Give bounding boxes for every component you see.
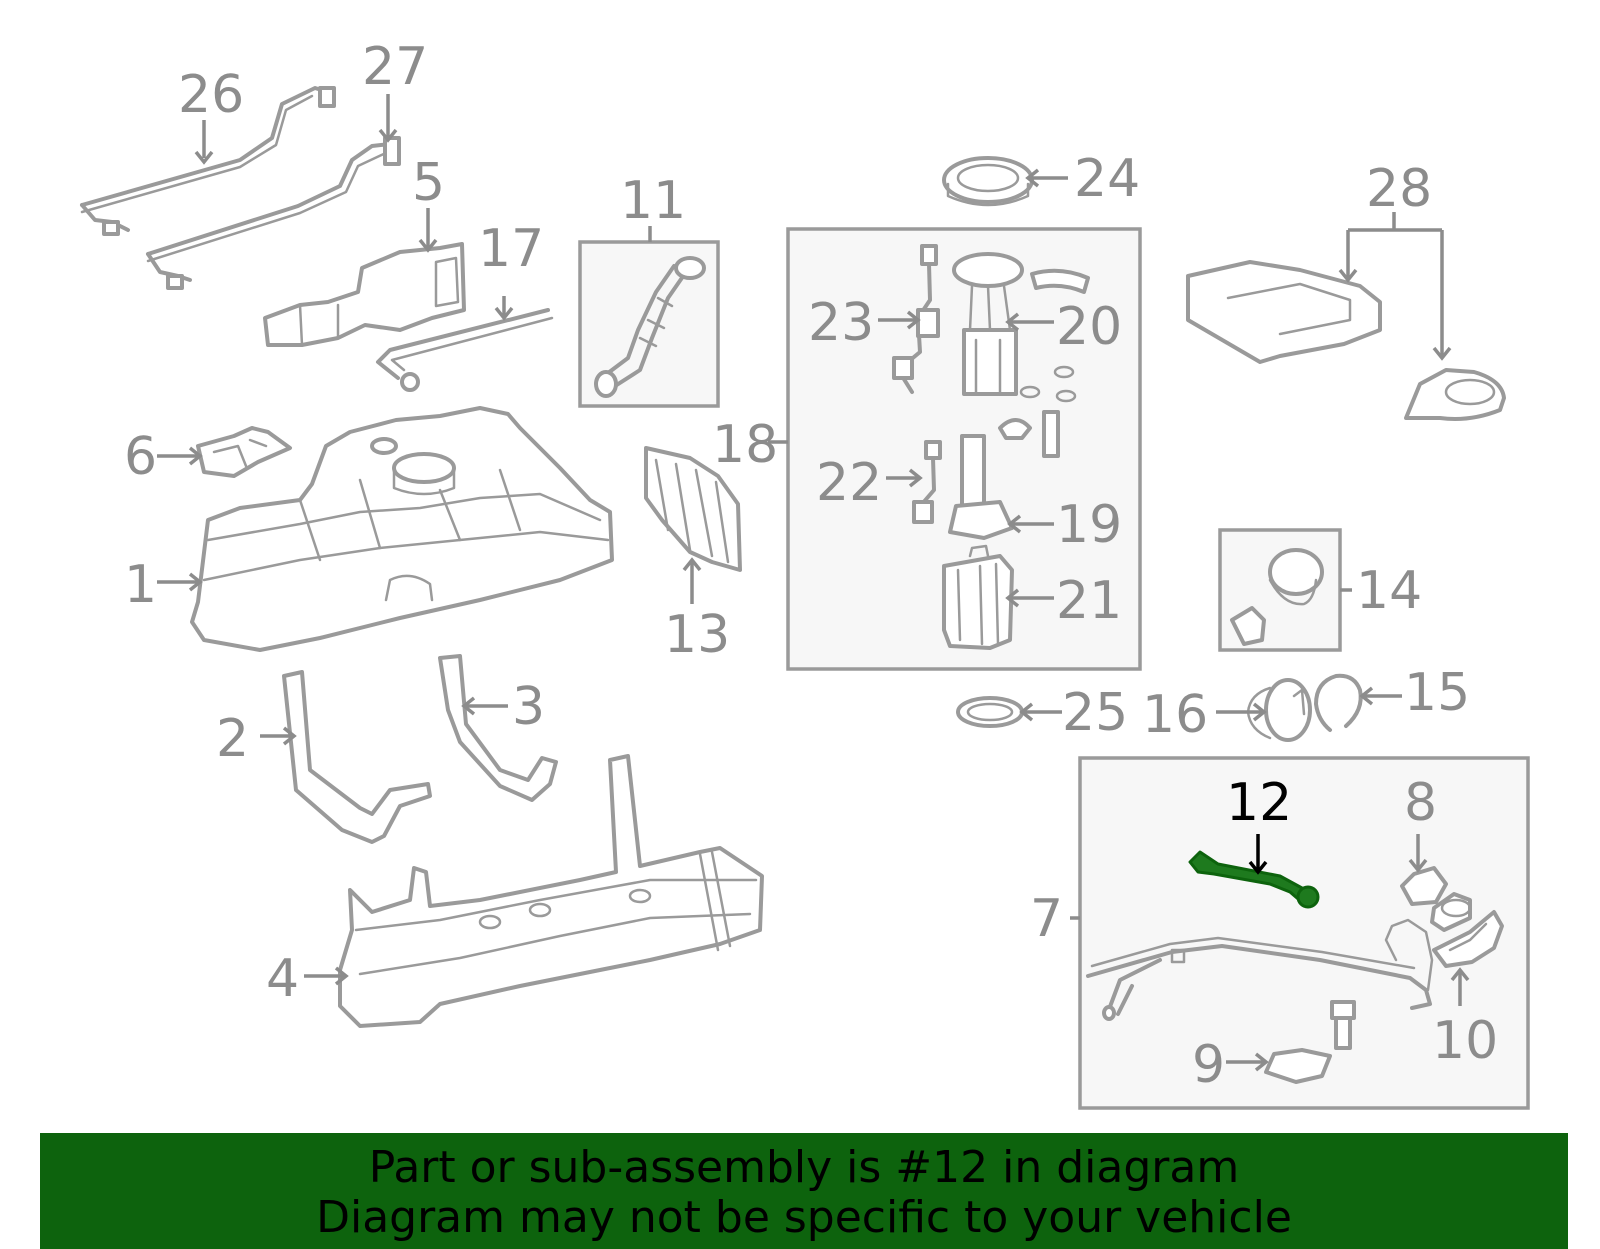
- part-1-fuel-tank[interactable]: [190, 406, 614, 652]
- callout-numbers: 26 27 5 17 11 6 1 13 2 3 4 24 18 23 20 2…: [124, 37, 1498, 1095]
- part-25-gasket[interactable]: [956, 696, 1024, 728]
- label-20: 20: [1056, 297, 1122, 357]
- label-19: 19: [1056, 495, 1122, 555]
- label-21: 21: [1056, 571, 1122, 631]
- part-22-harness[interactable]: [912, 440, 942, 524]
- part-6-bracket[interactable]: [196, 426, 292, 478]
- part-17-vent-tube[interactable]: [376, 308, 554, 392]
- label-28: 28: [1366, 159, 1432, 219]
- part-27-fuel-line[interactable]: [146, 136, 401, 290]
- label-3: 3: [512, 677, 545, 737]
- part-5-heat-shield[interactable]: [263, 242, 466, 347]
- label-18: 18: [712, 415, 778, 475]
- info-banner: Part or sub-assembly is #12 in diagram D…: [40, 1133, 1568, 1249]
- banner-line-2: Diagram may not be specific to your vehi…: [316, 1192, 1292, 1243]
- part-13-protector[interactable]: [644, 446, 742, 572]
- label-23: 23: [808, 293, 874, 353]
- part-9-bracket[interactable]: [1264, 1048, 1332, 1084]
- label-22: 22: [816, 453, 882, 513]
- label-4: 4: [266, 949, 299, 1009]
- label-7: 7: [1030, 889, 1063, 949]
- part-16-filler-opening[interactable]: [1246, 678, 1312, 742]
- label-26: 26: [178, 65, 244, 125]
- label-15: 15: [1404, 663, 1470, 723]
- leader-lines: [157, 94, 1470, 1072]
- part-21-pump-housing[interactable]: [942, 544, 1014, 650]
- label-1: 1: [124, 555, 157, 615]
- part-15-ring[interactable]: [1314, 673, 1363, 732]
- part-11-filler-hose[interactable]: [594, 256, 706, 398]
- part-14-fuel-cap[interactable]: [1230, 548, 1324, 646]
- label-25: 25: [1062, 683, 1128, 743]
- label-8: 8: [1404, 773, 1437, 833]
- part-3-strap[interactable]: [438, 654, 558, 802]
- part-4-skid-plate[interactable]: [338, 754, 764, 1028]
- part-10-bracket[interactable]: [1432, 910, 1504, 968]
- part-8-cover[interactable]: [1400, 866, 1472, 932]
- label-24: 24: [1074, 149, 1140, 209]
- label-14: 14: [1356, 561, 1422, 621]
- label-16: 16: [1142, 685, 1208, 745]
- label-13: 13: [664, 605, 730, 665]
- label-6: 6: [124, 427, 157, 487]
- part-26-fuel-line[interactable]: [80, 86, 336, 236]
- part-28-cover[interactable]: [1186, 260, 1506, 421]
- label-2: 2: [216, 709, 249, 769]
- part-20-pump-module[interactable]: [952, 252, 1090, 403]
- part-23-harness[interactable]: [892, 244, 940, 394]
- label-17: 17: [478, 219, 544, 279]
- banner-line-1: Part or sub-assembly is #12 in diagram: [368, 1142, 1240, 1193]
- label-11: 11: [620, 171, 686, 231]
- label-9: 9: [1192, 1035, 1225, 1095]
- label-27: 27: [362, 37, 428, 97]
- part-24-lock-ring[interactable]: [942, 156, 1034, 207]
- part-7-filler-pipe[interactable]: [1086, 918, 1434, 1021]
- label-12: 12: [1226, 773, 1292, 833]
- label-10: 10: [1432, 1011, 1498, 1071]
- label-5: 5: [412, 153, 445, 213]
- part-9-bolt[interactable]: [1330, 1000, 1356, 1050]
- part-19-sender[interactable]: [948, 410, 1060, 540]
- part-2-strap[interactable]: [282, 670, 432, 844]
- part-12-vent-pipe[interactable]: [1188, 850, 1320, 909]
